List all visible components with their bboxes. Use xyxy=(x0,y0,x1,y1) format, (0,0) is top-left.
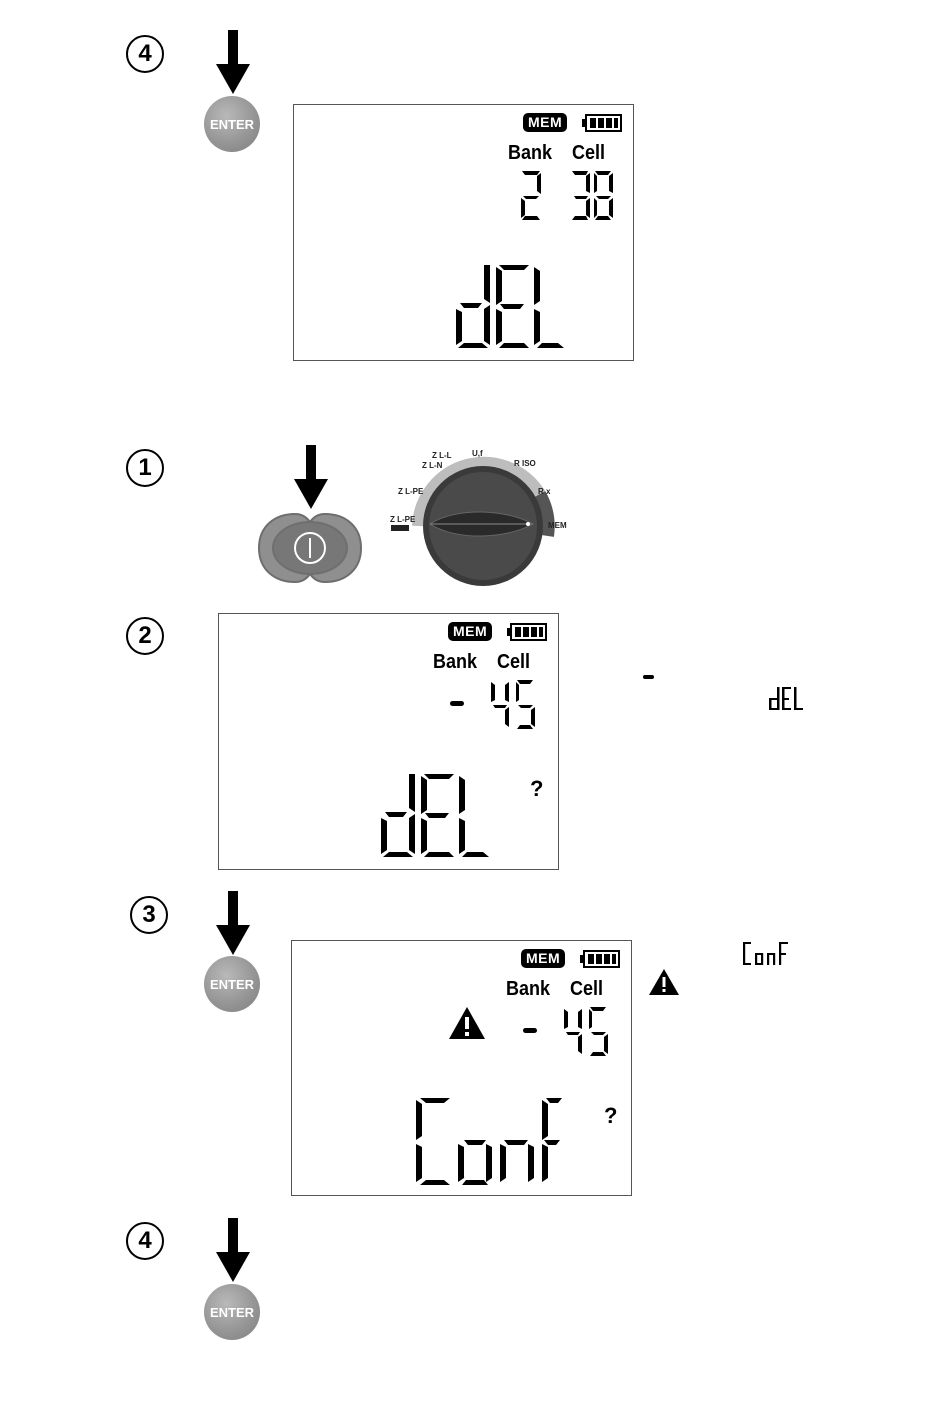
main-display-del xyxy=(379,772,491,860)
enter-button[interactable]: ENTER xyxy=(204,96,260,152)
cell-label: Cell xyxy=(497,651,530,674)
battery-icon xyxy=(580,950,620,968)
lcd-screen: MEM Bank Cell xyxy=(218,613,559,870)
down-arrow-icon xyxy=(216,1218,250,1282)
dial-label: Z L-N xyxy=(422,461,443,470)
down-arrow-icon xyxy=(216,30,250,94)
bank-value-dash xyxy=(450,701,464,706)
step-number-2: 2 xyxy=(126,617,164,655)
bank-value-digit xyxy=(518,169,544,223)
battery-icon xyxy=(507,623,547,641)
cell-label: Cell xyxy=(572,142,605,165)
enter-button[interactable]: ENTER xyxy=(204,956,260,1012)
side-del-symbol xyxy=(768,686,804,712)
side-dash-symbol xyxy=(643,675,654,679)
step-number-3: 3 xyxy=(130,896,168,934)
rotary-dial[interactable]: Z L-PE Z L-PE Z L-N Z L-L U,f R ISO R x … xyxy=(388,446,583,588)
bank-label: Bank xyxy=(508,142,552,165)
side-conf-symbol xyxy=(742,941,790,967)
down-arrow-icon xyxy=(216,891,250,955)
warning-icon xyxy=(447,1005,487,1041)
question-mark: ? xyxy=(604,1103,617,1129)
battery-icon xyxy=(582,114,622,132)
cell-label: Cell xyxy=(570,978,603,1001)
bank-value-dash xyxy=(523,1028,537,1033)
dial-label: U,f xyxy=(472,449,483,458)
main-display-del xyxy=(454,263,566,351)
cell-value-digits xyxy=(562,1005,610,1059)
dial-label: MEM xyxy=(548,521,567,530)
mem-badge: MEM xyxy=(448,622,492,641)
step-number-4: 4 xyxy=(126,1222,164,1260)
step-number-4: 4 xyxy=(126,35,164,73)
mem-badge: MEM xyxy=(521,949,565,968)
down-arrow-icon xyxy=(294,445,328,509)
question-mark: ? xyxy=(530,776,543,802)
step-number-1: 1 xyxy=(126,449,164,487)
mem-badge: MEM xyxy=(523,113,567,132)
dial-label: R x xyxy=(538,487,551,496)
bank-label: Bank xyxy=(506,978,550,1001)
cell-value-digits xyxy=(489,678,537,732)
bank-label: Bank xyxy=(433,651,477,674)
enter-button[interactable]: ENTER xyxy=(204,1284,260,1340)
dial-label: Z L-L xyxy=(432,451,452,460)
dial-label: Z L-PE xyxy=(398,487,424,496)
main-display-conf xyxy=(414,1096,564,1188)
power-button[interactable] xyxy=(255,508,365,588)
dial-label: R ISO xyxy=(514,459,536,468)
cell-value-digits xyxy=(570,169,614,223)
lcd-screen: MEM Bank Cell xyxy=(293,104,634,361)
dial-label: Z L-PE xyxy=(390,515,416,524)
side-warning-icon xyxy=(648,968,680,996)
lcd-screen: MEM Bank Cell xyxy=(291,940,632,1196)
